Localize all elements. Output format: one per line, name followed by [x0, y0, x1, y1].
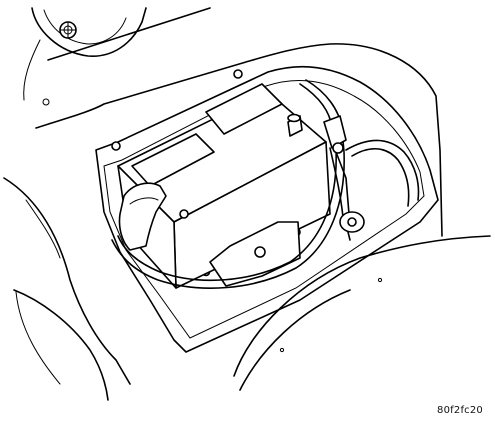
battery: [117, 83, 331, 289]
cable-clamp: [323, 115, 347, 149]
hold-down-nut: [254, 246, 266, 258]
strut-mount-nut: [59, 21, 77, 39]
figure-code: 80f2fc20: [437, 405, 483, 416]
negative-terminal-boot: [118, 182, 167, 251]
body-panel-contours: [3, 7, 491, 401]
battery-vent-cap-right: [205, 83, 283, 135]
positive-terminal: [287, 113, 303, 137]
battery-vent-cap-left: [131, 133, 215, 187]
ground-eyelet: [339, 211, 365, 241]
strut-tower-mount: [23, 7, 147, 101]
